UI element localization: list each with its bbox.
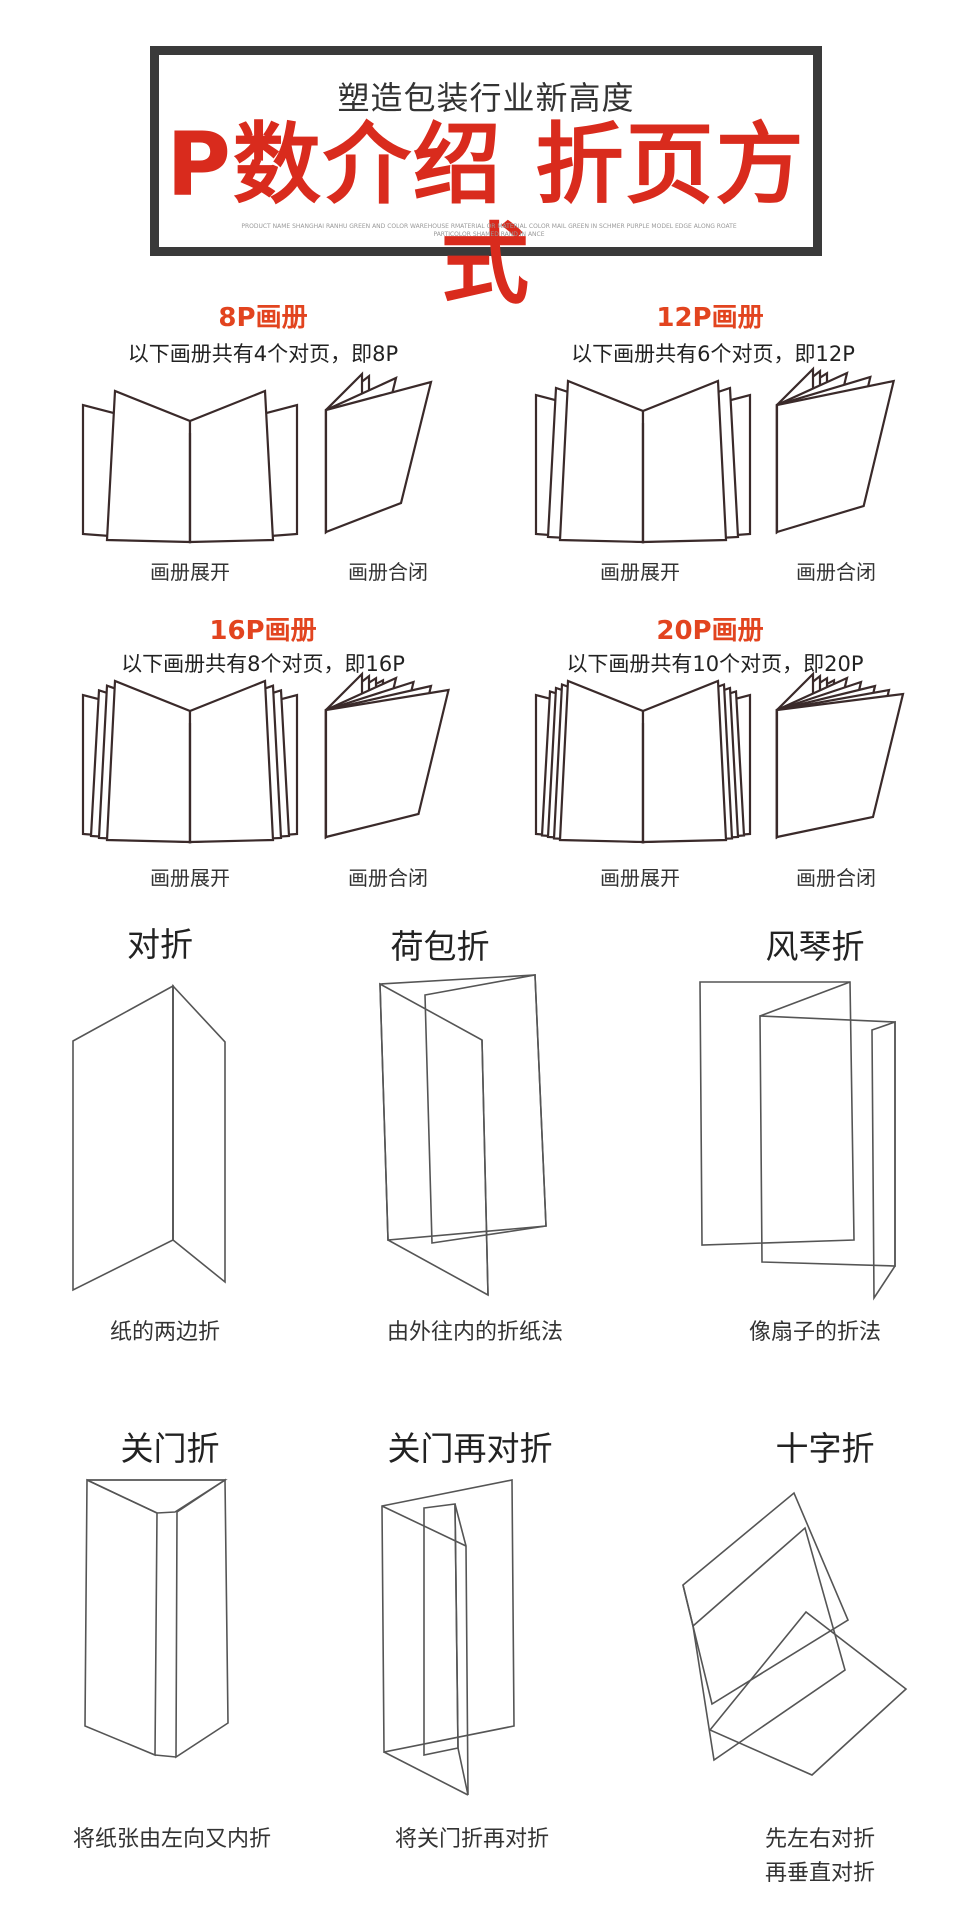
book-title-16p: 16P画册 [209, 616, 317, 646]
caption-open-8p: 画册展开 [150, 560, 230, 584]
book-open-20p [534, 679, 752, 844]
caption-closed-8p: 画册合闭 [348, 560, 428, 584]
fold-title-accordion: 风琴折 [765, 927, 865, 966]
fold-title-double-gate: 关门再对折 [387, 1429, 553, 1468]
fold-desc-pocket: 由外往内的折纸法 [386, 1320, 563, 1345]
book-closed-20p [775, 671, 905, 840]
page-title: P数介绍 折页方式 [166, 113, 806, 316]
caption-open-20p: 画册展开 [600, 866, 680, 890]
book-closed-page [324, 380, 433, 534]
fold-desc-half: 纸的两边折 [109, 1320, 220, 1345]
book-closed-page [324, 688, 450, 839]
caption-open-16p: 画册展开 [150, 866, 230, 890]
title-box: 塑造包装行业新高度 P数介绍 折页方式 PRODUCT NAME SHANGHA… [150, 46, 822, 315]
book-desc-8p: 以下画册共有4个对页，即8P [127, 342, 399, 366]
book-open-12p [534, 379, 752, 544]
fold-desc-cross: 先左右对折 再垂直对折 [764, 1827, 875, 1886]
page-subtitle: 塑造包装行业新高度 [337, 79, 635, 117]
fold-desc-gate: 将纸张由左向又内折 [72, 1827, 271, 1852]
book-desc-16p: 以下画册共有8个对页，即16P [121, 652, 405, 676]
caption-closed-12p: 画册合闭 [796, 560, 876, 584]
book-closed-12p [775, 366, 896, 535]
fold-title-pocket: 荷包折 [390, 927, 490, 966]
book-open-16p [81, 679, 299, 844]
book-title-20p: 20P画册 [656, 616, 764, 646]
fine-print: PRODUCT NAME SHANGHAI RANHU GREEN AND CO… [241, 223, 737, 238]
book-closed-8p [324, 371, 433, 535]
book-closed-page [775, 379, 896, 534]
fold-desc-accordion: 像扇子的折法 [748, 1320, 881, 1345]
fold-desc-double-gate: 将关门折再对折 [394, 1827, 549, 1852]
book-title-12p: 12P画册 [656, 303, 764, 333]
caption-open-12p: 画册展开 [600, 560, 680, 584]
book-desc-12p: 以下画册共有6个对页，即12P [571, 342, 855, 366]
caption-closed-16p: 画册合闭 [348, 866, 428, 890]
book-title-8p: 8P画册 [218, 303, 308, 333]
fold-title-gate: 关门折 [120, 1429, 220, 1468]
book-closed-16p [324, 671, 450, 840]
book-closed-page [775, 692, 905, 839]
caption-closed-20p: 画册合闭 [796, 866, 876, 890]
fold-title-half: 对折 [127, 925, 193, 964]
fold-title-cross: 十字折 [775, 1429, 875, 1468]
book-open-8p [81, 389, 299, 544]
